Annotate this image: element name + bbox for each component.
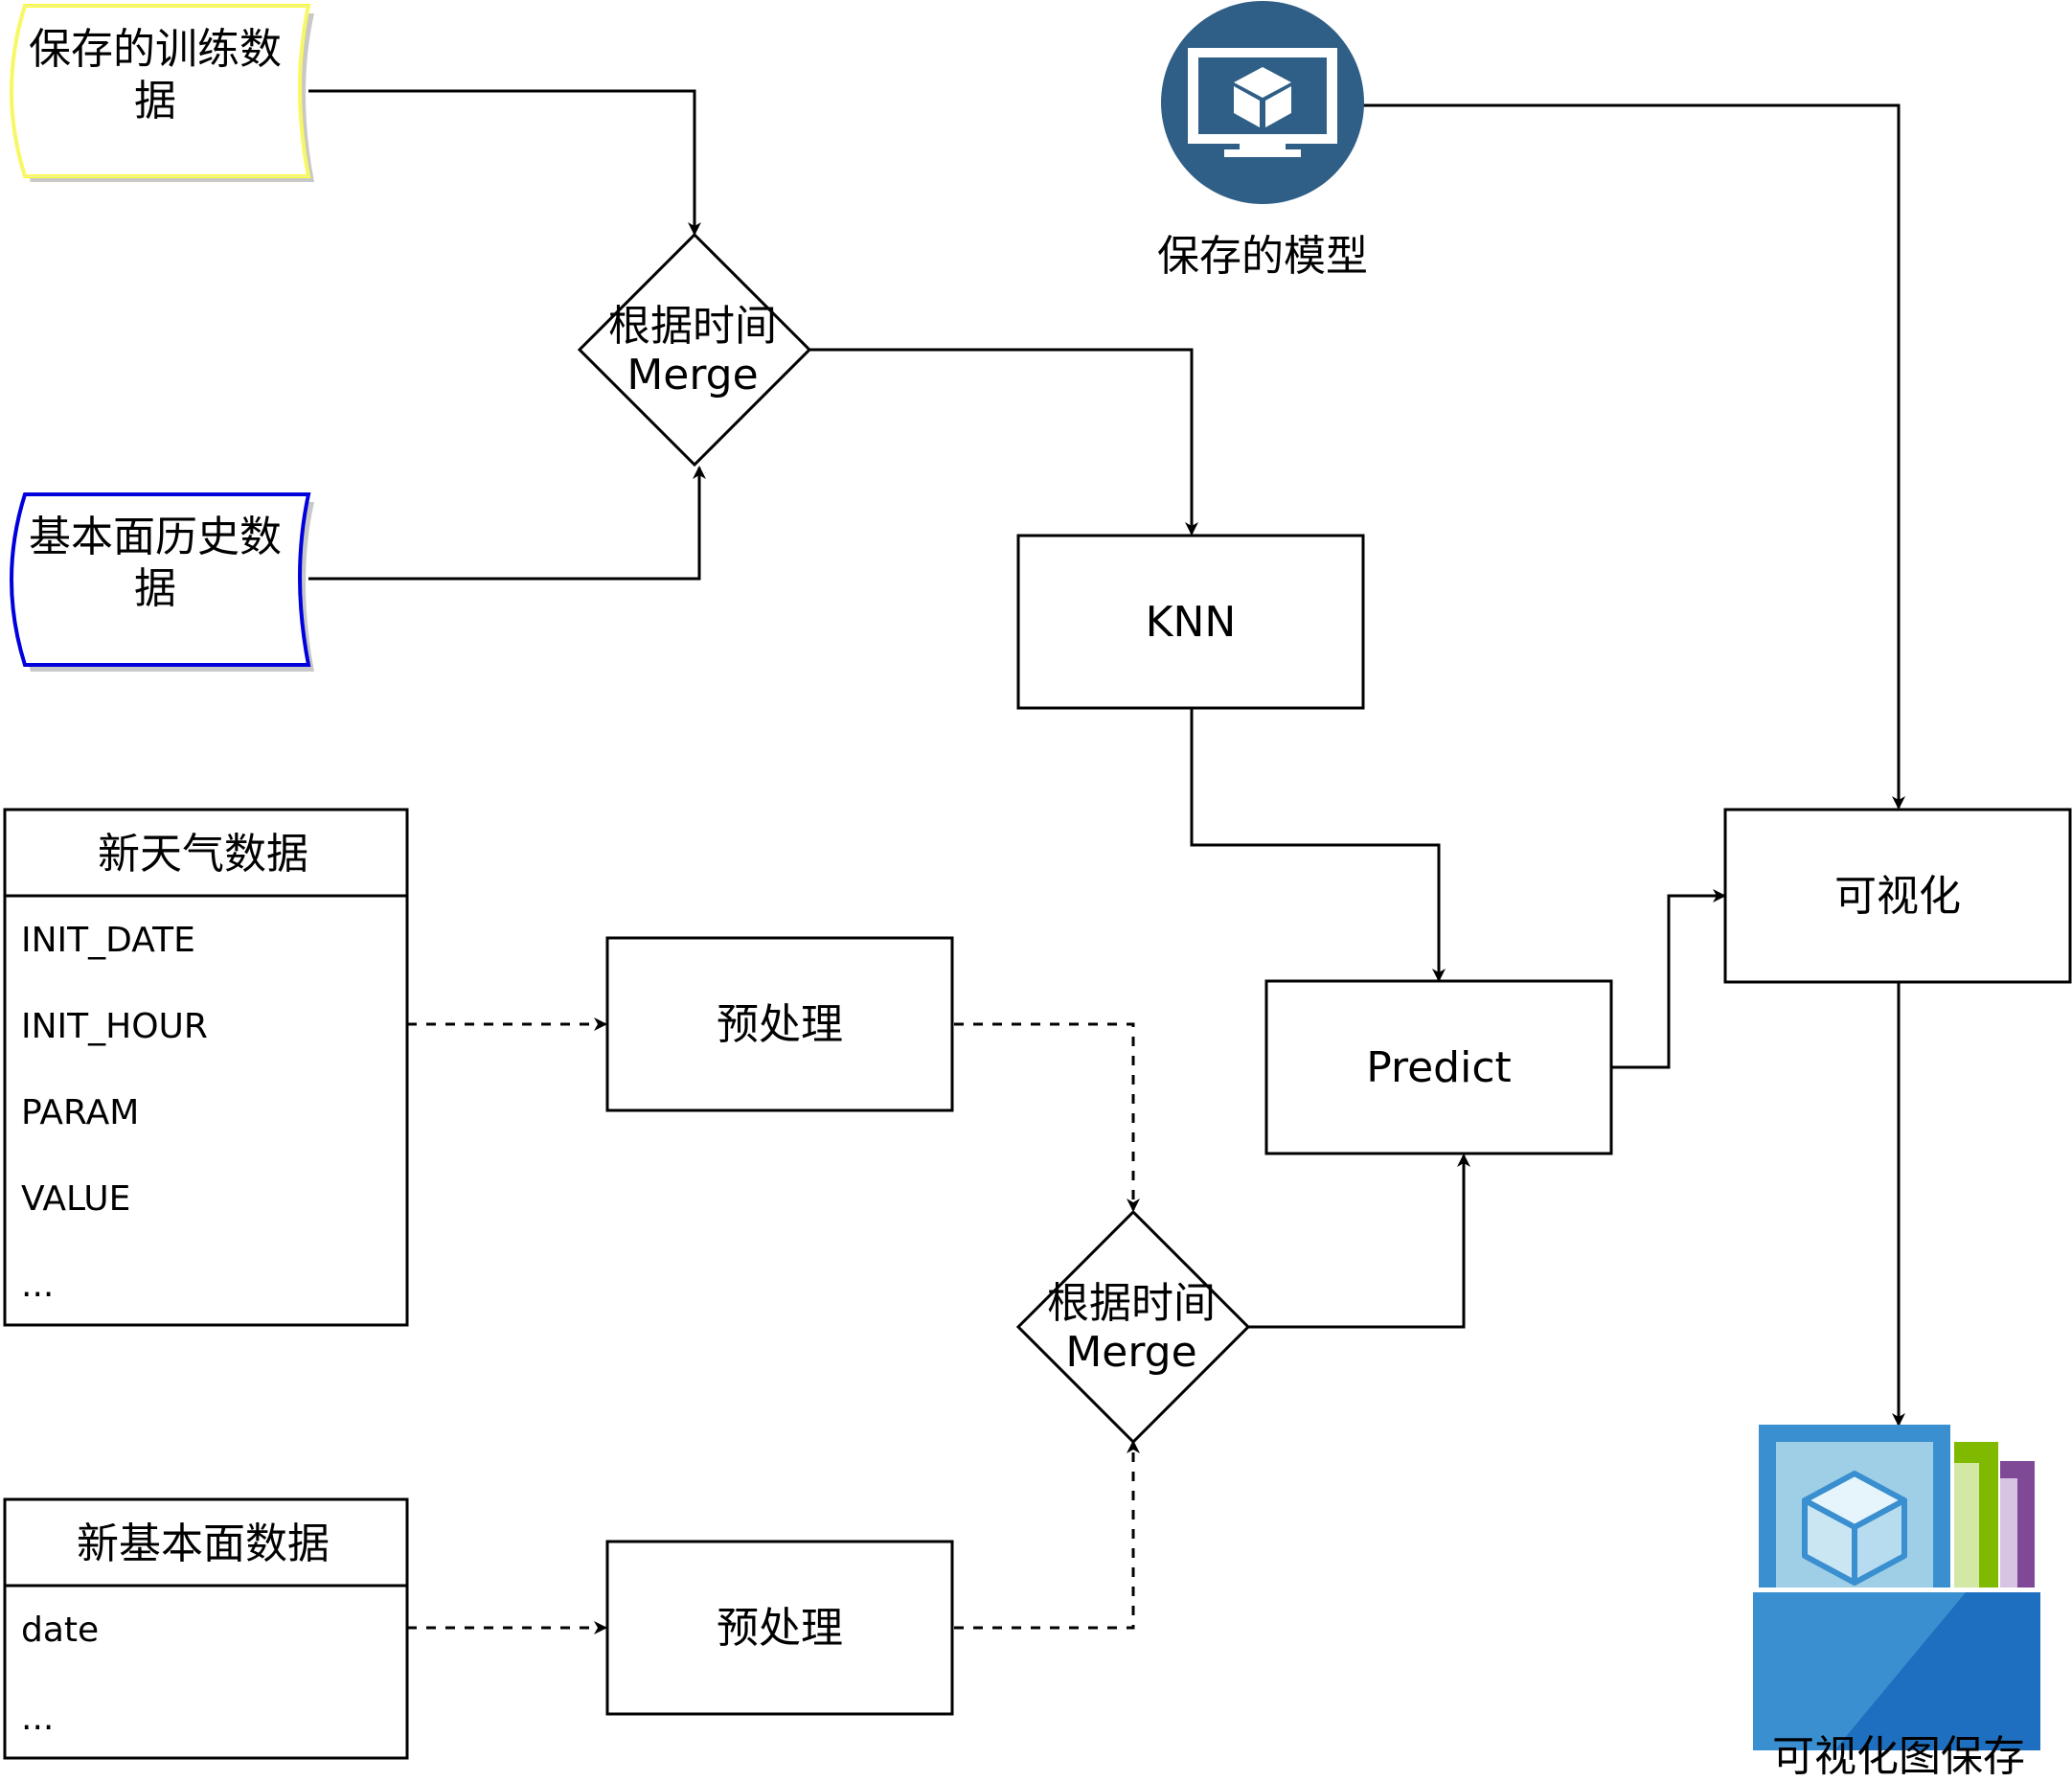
edge-history-to-merge-top — [308, 466, 706, 581]
visualize-label: 可视化 — [1834, 872, 1961, 921]
new-weather-table-frame — [3, 808, 409, 1327]
fundamental-history-node[interactable]: 基本面历史数 据 — [10, 492, 314, 672]
visual-save-node[interactable]: 可视化图保存 — [1753, 1425, 2040, 1781]
preprocess-bottom-node[interactable]: 预处理 — [605, 1540, 954, 1716]
new-weather-field: INIT_HOUR — [21, 1007, 208, 1046]
merge-bottom-node[interactable]: 根据时间 Merge — [1015, 1209, 1251, 1445]
edge-preprocess-to-merge-bottom — [954, 1022, 1140, 1212]
preprocess-top-label: 预处理 — [717, 1000, 843, 1049]
edge-preprocess2-to-merge-bottom — [954, 1440, 1140, 1630]
visual-save-label: 可视化图保存 — [1772, 1732, 2025, 1781]
preprocess-top-box — [605, 936, 954, 1112]
visualize-box — [1723, 808, 2072, 984]
new-weather-table-title: 新天气数据 — [98, 830, 308, 879]
edge-predict-to-visualize — [1611, 889, 1726, 1069]
knn-box — [1016, 534, 1365, 710]
knn-label: KNN — [1146, 598, 1237, 647]
new-fundamental-field: date — [21, 1611, 99, 1650]
fundamental-history-label-line1: 基本面历史数 — [29, 513, 282, 561]
new-fundamental-field: ... — [21, 1699, 54, 1738]
edge-knn-to-predict — [1190, 709, 1446, 982]
merge-top-label-line1: 根据时间 — [608, 302, 777, 351]
visualize-node[interactable]: 可视化 — [1723, 808, 2072, 984]
edge-merge-bottom-to-predict — [1248, 1154, 1470, 1329]
saved-model-label: 保存的模型 — [1157, 232, 1368, 281]
merge-bottom-diamond — [1015, 1209, 1251, 1445]
merge-bottom-label-line2: Merge — [1065, 1328, 1196, 1377]
edge-training-to-merge-top — [308, 89, 701, 236]
edge-merge-top-to-knn — [809, 348, 1198, 536]
new-fundamental-table-frame — [3, 1497, 409, 1760]
new-weather-field: INIT_DATE — [21, 921, 195, 960]
merge-top-label-line2: Merge — [626, 351, 758, 400]
saved-training-data-node[interactable]: 保存的训练数 据 — [10, 4, 314, 182]
saved-model-node[interactable]: 保存的模型 — [1157, 1, 1368, 281]
predict-label: Predict — [1366, 1043, 1512, 1092]
edge-model-to-visualize — [1363, 103, 1905, 810]
fundamental-history-label-line2: 据 — [134, 564, 176, 613]
saved-training-data-label-line1: 保存的训练数 — [29, 25, 282, 74]
archive-cube-icon — [1753, 1425, 2040, 1750]
new-weather-table[interactable]: 新天气数据 INIT_DATE INIT_HOUR PARAM VALUE ..… — [3, 808, 409, 1327]
new-weather-field: VALUE — [21, 1179, 130, 1219]
predict-box — [1264, 979, 1613, 1155]
saved-training-data-label-line2: 据 — [134, 77, 176, 126]
new-fundamental-table[interactable]: 新基本面数据 date ... — [3, 1497, 409, 1760]
preprocess-bottom-box — [605, 1540, 954, 1716]
new-fundamental-table-title: 新基本面数据 — [77, 1519, 330, 1568]
fundamental-history-shape — [10, 492, 311, 667]
merge-top-node[interactable]: 根据时间 Merge — [577, 232, 812, 468]
predict-node[interactable]: Predict — [1264, 979, 1613, 1155]
preprocess-top-node[interactable]: 预处理 — [605, 936, 954, 1112]
monitor-cube-icon — [1161, 1, 1364, 204]
preprocess-bottom-label: 预处理 — [717, 1604, 843, 1653]
knn-node[interactable]: KNN — [1016, 534, 1365, 710]
new-weather-field: PARAM — [21, 1093, 139, 1132]
new-weather-field: ... — [21, 1266, 54, 1305]
connectors — [308, 89, 1905, 1634]
merge-bottom-label-line1: 根据时间 — [1047, 1279, 1216, 1328]
merge-top-diamond — [577, 232, 812, 468]
